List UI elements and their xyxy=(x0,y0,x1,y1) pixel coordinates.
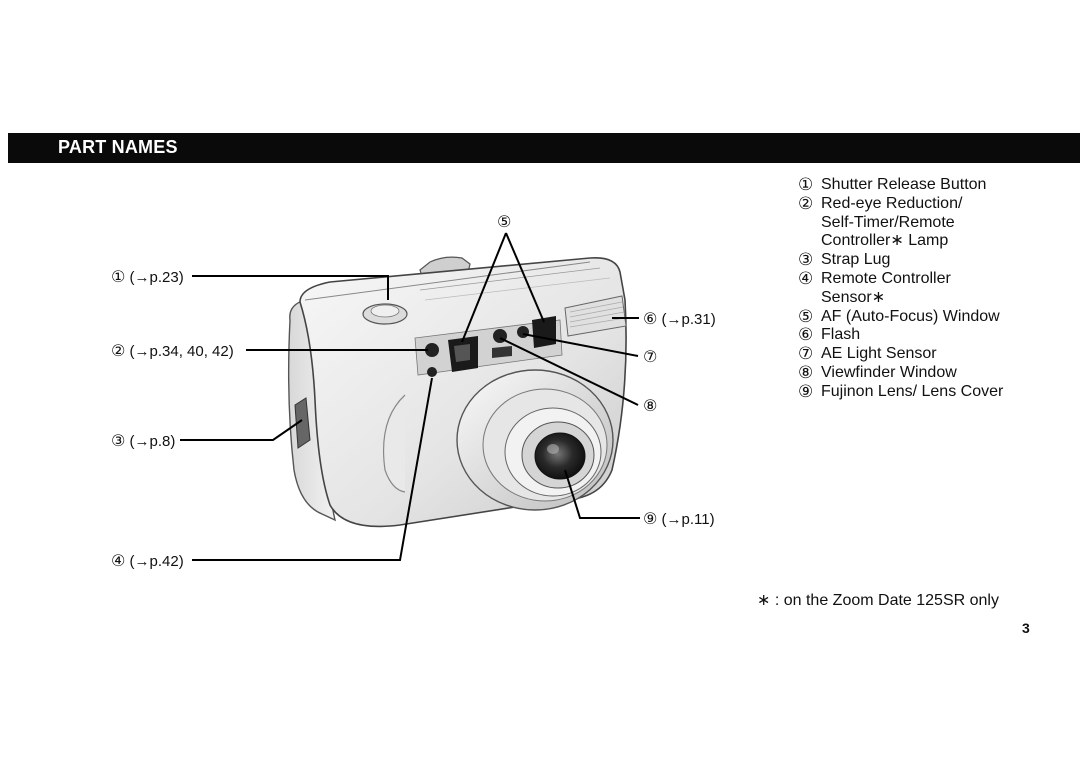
legend-item: ① Shutter Release Button xyxy=(798,176,1003,195)
callout-2-number: ② xyxy=(111,341,126,360)
legend-item: Sensor∗ xyxy=(798,289,1003,308)
callout-1-number: ① xyxy=(111,267,126,286)
legend-item-text: Controller∗ Lamp xyxy=(821,232,949,250)
legend-item-text: Red-eye Reduction/ xyxy=(821,194,963,212)
callout-3: ③ (→p.8) xyxy=(111,431,175,450)
callout-9-page-ref: (→p.11) xyxy=(661,511,715,528)
legend-item: Self-Timer/Remote xyxy=(798,214,1003,233)
legend-item-text: Fujinon Lens/ Lens Cover xyxy=(821,382,1004,400)
legend-item: ⑤ AF (Auto-Focus) Window xyxy=(798,306,1003,327)
callout-4: ④ (→p.42) xyxy=(111,551,184,570)
callout-5: ⑤ xyxy=(497,212,511,231)
legend-item-number: ⑦ xyxy=(798,344,814,365)
callout-9-number: ⑨ xyxy=(643,509,658,528)
legend-item-number: ② xyxy=(798,193,814,214)
legend-item: ② Red-eye Reduction/ xyxy=(798,193,1003,214)
legend-item: ③ Strap Lug xyxy=(798,251,1003,270)
section-header-bar: PART NAMES xyxy=(8,133,1080,163)
legend-item-text: Flash xyxy=(821,326,861,344)
legend-item-text: Viewfinder Window xyxy=(821,363,957,381)
callout-9: ⑨ (→p.11) xyxy=(643,509,715,528)
legend-item-text: Sensor∗ xyxy=(821,288,886,306)
callout-2-page-ref: (→p.34, 40, 42) xyxy=(129,343,234,360)
callout-4-number: ④ xyxy=(111,551,126,570)
callout-6-number: ⑥ xyxy=(643,309,658,328)
callout-8-number: ⑧ xyxy=(643,396,658,415)
legend-item-number: ④ xyxy=(798,268,814,289)
legend-item-number: ⑥ xyxy=(798,325,814,346)
legend-item-text: AF (Auto-Focus) Window xyxy=(821,307,1000,325)
legend-item: ⑨ Fujinon Lens/ Lens Cover xyxy=(798,381,1004,402)
callout-1-page-ref: (→p.23) xyxy=(129,269,184,286)
legend-item-text: Self-Timer/Remote xyxy=(821,213,955,231)
legend-item-number: ⑧ xyxy=(798,362,814,383)
legend-item-text: AE Light Sensor xyxy=(821,345,937,363)
section-title: PART NAMES xyxy=(58,137,178,157)
legend-item: ⑦ AE Light Sensor xyxy=(798,345,1003,364)
legend-item-text: Shutter Release Button xyxy=(821,176,987,193)
callout-2: ② (→p.34, 40, 42) xyxy=(111,341,234,360)
callout-3-page-ref: (→p.8) xyxy=(129,433,176,450)
callout-6: ⑥ (→p.31) xyxy=(643,309,716,328)
legend-item: ⑥ Flash xyxy=(798,326,1003,345)
legend-item: ⑧ Viewfinder Window xyxy=(798,364,1003,383)
callout-1: ① (→p.23) xyxy=(111,267,184,286)
legend-item-number: ③ xyxy=(798,250,814,271)
legend-item-number: ⑤ xyxy=(798,306,814,327)
callout-7-number: ⑦ xyxy=(643,347,658,366)
legend-item-number: ⑨ xyxy=(798,381,814,402)
legend-item: ④ Remote Controller xyxy=(798,270,1003,289)
callout-5-number: ⑤ xyxy=(497,212,512,231)
legend-item-text: Remote Controller xyxy=(821,269,951,287)
page-number: 3 xyxy=(1022,620,1030,636)
legend-item: Controller∗ Lamp xyxy=(798,232,1003,251)
callout-6-page-ref: (→p.31) xyxy=(661,311,716,328)
callout-7: ⑦ xyxy=(643,347,657,366)
footnote: ∗ : on the Zoom Date 125SR only xyxy=(757,592,999,609)
callout-3-number: ③ xyxy=(111,431,126,450)
callout-4-page-ref: (→p.42) xyxy=(129,553,184,570)
legend-item-number: ① xyxy=(798,175,814,195)
callout-8: ⑧ xyxy=(643,396,657,415)
legend-item-text: Strap Lug xyxy=(821,251,891,269)
part-names-legend: ① Shutter Release Button ② Red-eye Reducti… xyxy=(798,176,1003,402)
